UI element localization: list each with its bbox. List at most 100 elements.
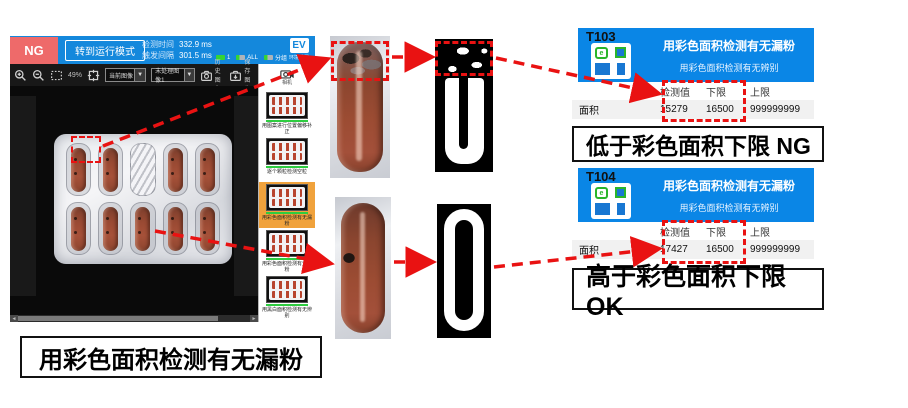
status-bar-ok bbox=[266, 166, 308, 168]
col-upper-limit: 上限 bbox=[750, 87, 770, 99]
panel-header: T103 e 用彩色面积检测有无漏粉 用彩色面积检测有无辨别 bbox=[578, 28, 814, 82]
capsule-pocket bbox=[194, 143, 220, 196]
tool-subtitle: 用彩色面积检测有无辨别 bbox=[679, 203, 779, 213]
tool-title: 用彩色面积检测有无漏粉 bbox=[662, 179, 795, 193]
col-lower-limit: 下限 bbox=[706, 87, 726, 99]
camera-select[interactable]: 相机 bbox=[259, 64, 315, 90]
display-mode-select[interactable]: 未处理图像1 ▼ bbox=[151, 68, 195, 84]
ng-capsule-photo bbox=[330, 36, 390, 178]
capsule-pocket bbox=[66, 202, 92, 255]
result-table-header: 检测值 下限 上限 bbox=[572, 222, 814, 240]
flow-thumbnail bbox=[266, 184, 308, 211]
image-source-value: 当前图像 bbox=[109, 73, 134, 80]
empty-pocket bbox=[130, 143, 156, 196]
indicator-all[interactable]: ALL bbox=[236, 55, 258, 61]
flow-step-label: 逐个颗粒检测空粒 bbox=[266, 169, 307, 175]
environment-settings-button[interactable]: EV 环境设置 bbox=[286, 38, 312, 61]
save-image-icon bbox=[229, 69, 242, 82]
status-bar-ok bbox=[266, 304, 308, 306]
highlight-rect-t104-values bbox=[662, 220, 746, 264]
col-detected: 检测值 bbox=[660, 227, 690, 239]
chevron-down-icon: ▼ bbox=[183, 69, 194, 81]
flow-step-label: 用图案进行位置偏移补正 bbox=[262, 123, 313, 135]
ok-binary-image bbox=[437, 204, 491, 338]
binary-noise bbox=[435, 39, 493, 79]
flow-step-3-selected[interactable]: 用彩色面积检测有无漏粉 bbox=[259, 182, 315, 228]
tool-id: T104 bbox=[586, 169, 616, 184]
flow-thumbnail bbox=[266, 230, 308, 257]
capsule-pocket bbox=[162, 143, 188, 196]
flow-step-label: 用彩色面积检测有无漏粉 bbox=[262, 215, 313, 227]
ng-binary-image bbox=[435, 39, 493, 172]
roi-rect-blister bbox=[71, 136, 101, 163]
horizontal-scrollbar[interactable]: ◄ ► bbox=[10, 315, 258, 322]
zoom-out-icon[interactable] bbox=[32, 69, 45, 82]
fit-region-icon[interactable] bbox=[50, 69, 63, 82]
blister-pack-image bbox=[54, 134, 232, 264]
camera-image-canvas[interactable]: ◄ ► bbox=[10, 86, 258, 322]
color-area-tool-icon: e bbox=[591, 183, 631, 219]
capsule bbox=[71, 147, 87, 192]
scroll-right-icon[interactable]: ► bbox=[250, 315, 258, 322]
flow-step-5[interactable]: 用黑白面积检测有无辨别 bbox=[259, 274, 315, 320]
row-label-area: 面积 bbox=[579, 106, 599, 117]
ok-capsule bbox=[341, 202, 385, 334]
image-source-select[interactable]: 当前图像 ▼ bbox=[105, 68, 147, 82]
highlight-rect-t103-values bbox=[662, 80, 746, 122]
zoom-level-value: 49% bbox=[68, 71, 83, 79]
scrollbar-thumb[interactable] bbox=[18, 316, 218, 321]
zoom-in-icon[interactable] bbox=[14, 69, 27, 82]
capsule-pocket bbox=[130, 202, 156, 255]
trigger-interval-value: 301.5 ms bbox=[179, 51, 212, 60]
indicator-group[interactable]: 分组 bbox=[263, 53, 287, 62]
upper-limit-value: 999999999 bbox=[750, 104, 801, 115]
detect-time-label: 检测时间 bbox=[142, 40, 174, 49]
camera-icon bbox=[280, 69, 294, 79]
capsule bbox=[167, 206, 183, 251]
run-mode-button[interactable]: 转到运行模式 bbox=[65, 40, 145, 61]
pan-icon[interactable] bbox=[87, 69, 100, 82]
flow-step-label: 用彩色面积检测有无漏粉 bbox=[262, 261, 313, 273]
flow-step-2[interactable]: 逐个颗粒检测空粒 bbox=[259, 136, 315, 182]
capsule-pocket bbox=[194, 202, 220, 255]
ng-result-caption: 低于彩色面积下限 NG bbox=[572, 126, 824, 162]
indicator-1[interactable]: 1 bbox=[215, 55, 230, 61]
detected-value: 15279 bbox=[660, 104, 688, 115]
capsule bbox=[135, 206, 151, 251]
image-toolbar: 49% 当前图像 ▼ 未处理图像1 ▼ 历史图像 bbox=[10, 60, 258, 93]
color-area-tool-icon: e bbox=[591, 43, 631, 79]
col-lower-limit: 下限 bbox=[706, 227, 726, 239]
binary-black-stem bbox=[459, 73, 469, 150]
tool-id: T103 bbox=[586, 29, 616, 44]
display-mode-value: 未处理图像1 bbox=[155, 69, 180, 84]
capsule-pocket bbox=[162, 202, 188, 255]
upper-limit-value: 999999999 bbox=[750, 244, 801, 255]
environment-settings-label: 环境设置 bbox=[288, 55, 309, 61]
fixture-shadow bbox=[234, 96, 258, 296]
panel-header: T104 e 用彩色面积检测有无漏粉 用彩色面积检测有无辨别 bbox=[578, 168, 814, 222]
history-image-icon bbox=[200, 69, 213, 82]
status-bar-ok bbox=[266, 258, 308, 260]
row-label-area: 面积 bbox=[579, 246, 599, 257]
capsule bbox=[199, 206, 215, 251]
capsule bbox=[167, 147, 183, 192]
fixture-shadow bbox=[10, 96, 36, 296]
capsule-pocket bbox=[98, 202, 124, 255]
status-bar-ok bbox=[266, 212, 308, 214]
flow-step-4[interactable]: 用彩色面积检测有无漏粉 bbox=[259, 228, 315, 274]
col-upper-limit: 上限 bbox=[750, 227, 770, 239]
capsule bbox=[103, 206, 119, 251]
indicator-chip bbox=[263, 55, 273, 60]
tool-subtitle: 用彩色面积检测有无辨别 bbox=[679, 63, 779, 73]
camera-label: 相机 bbox=[281, 79, 292, 86]
capsule-pocket bbox=[98, 143, 124, 196]
col-detected: 检测值 bbox=[660, 87, 690, 99]
detected-value: 17427 bbox=[660, 244, 688, 255]
flow-step-1[interactable]: 用图案进行位置偏移补正 bbox=[259, 90, 315, 136]
capsule bbox=[103, 147, 119, 192]
scroll-left-icon[interactable]: ◄ bbox=[10, 315, 18, 322]
result-table-row: 面积 15279 16500 999999999 bbox=[572, 100, 814, 119]
